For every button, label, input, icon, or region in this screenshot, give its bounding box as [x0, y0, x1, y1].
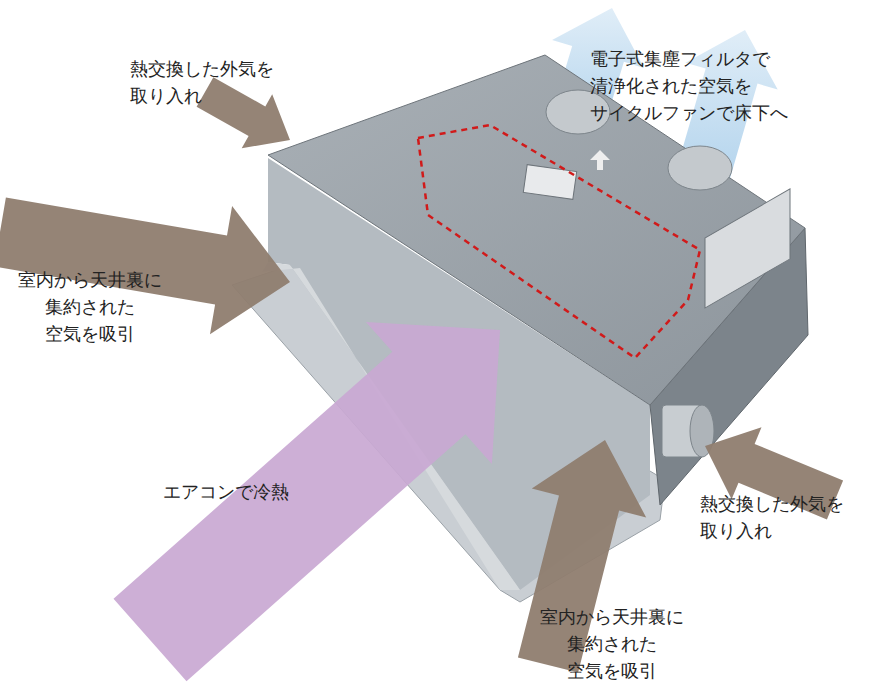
- callout-label: 室内から天井裏に 集約された 空気を吸引: [18, 266, 162, 347]
- duct: [668, 146, 732, 190]
- callout-label: 電子式集塵フィルタで 清浄化された空気を サイクルファンで床下へ: [590, 45, 788, 126]
- nameplate: [705, 189, 790, 308]
- filter-outline: [418, 125, 700, 358]
- direction-mark: [590, 150, 610, 170]
- callout-label: 熱交換した外気を 取り入れ: [700, 490, 844, 544]
- callout-label: エアコンで冷熱: [163, 478, 289, 505]
- flow-arrow: [114, 322, 501, 681]
- callout-label: 熱交換した外気を 取り入れ: [130, 55, 274, 109]
- callout-label: 室内から天井裏に 集約された 空気を吸引: [540, 603, 684, 684]
- air-arrows: [0, 77, 843, 681]
- flow-arrow: [0, 198, 290, 335]
- panel: [523, 165, 576, 200]
- flow-arrow: [197, 77, 290, 148]
